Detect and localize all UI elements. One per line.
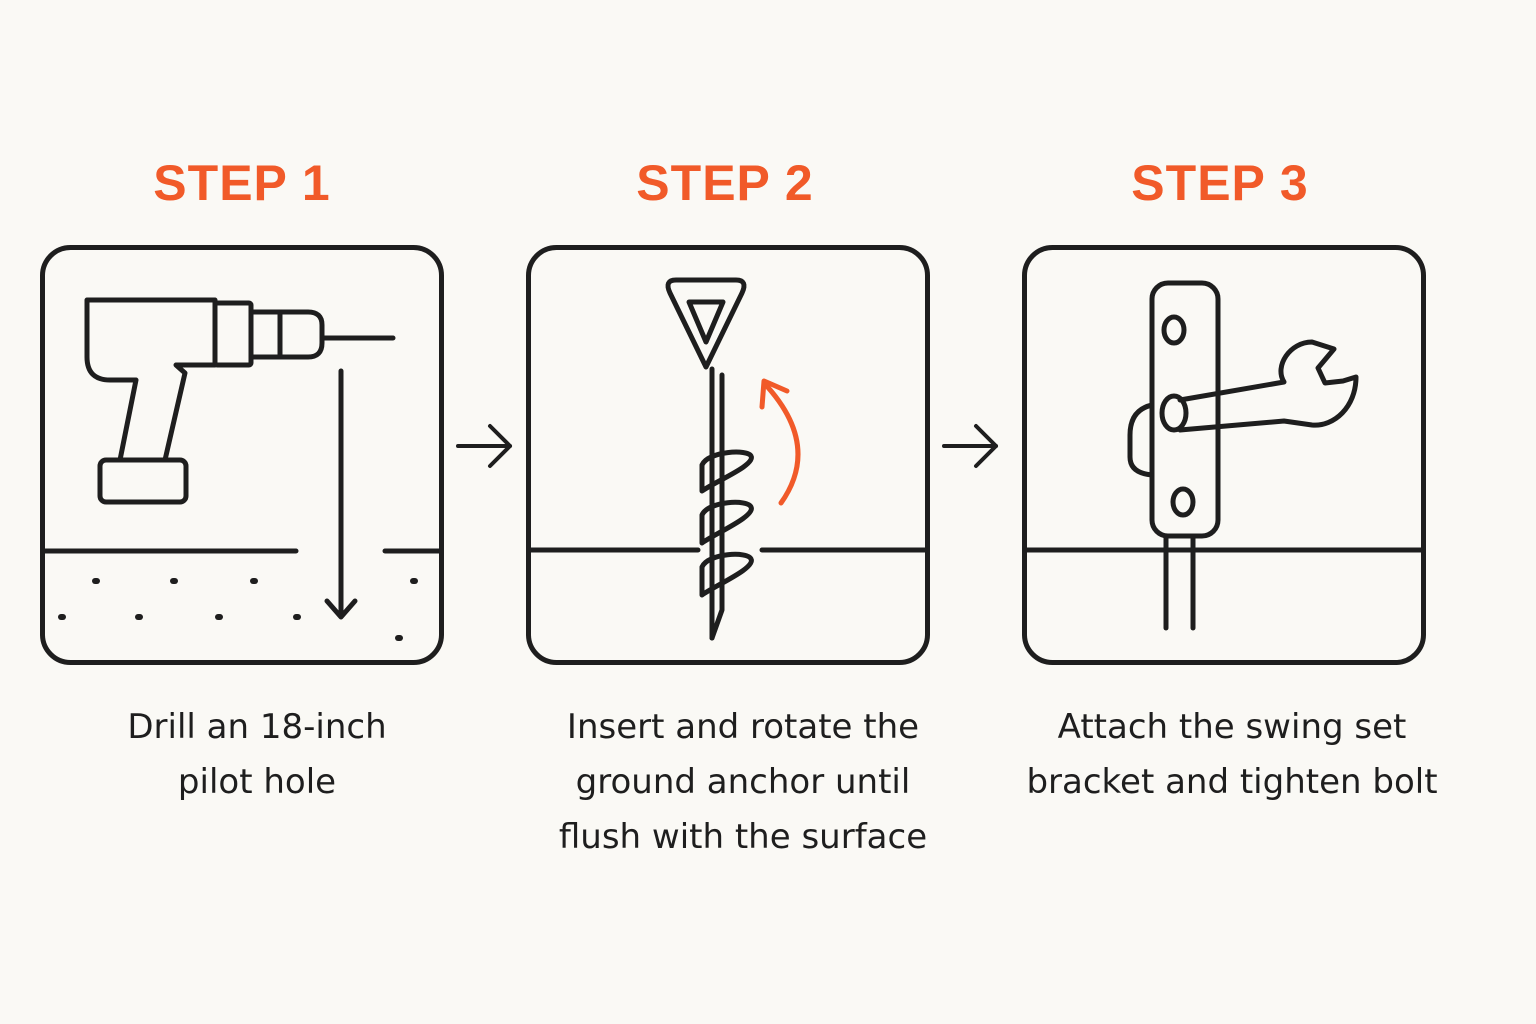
step-2-title: STEP 2 bbox=[636, 155, 814, 211]
step-2-panel bbox=[526, 245, 930, 665]
step-3-panel bbox=[1022, 245, 1426, 665]
step-1-caption: Drill an 18-inch pilot hole bbox=[27, 700, 487, 810]
post-icon bbox=[1163, 533, 1196, 631]
panel-frame bbox=[1022, 245, 1426, 665]
bracket-icon bbox=[1127, 280, 1221, 539]
step-2-caption-line-2: ground anchor until bbox=[575, 762, 911, 802]
step-3-caption-line-1: Attach the swing set bbox=[1057, 707, 1407, 747]
step-2-caption: Insert and rotate the ground anchor unti… bbox=[513, 700, 973, 865]
step-3-title: STEP 3 bbox=[1131, 155, 1309, 211]
step-3-caption-line-2: bracket and tighten bolt bbox=[1026, 762, 1438, 802]
soil-dots bbox=[58, 578, 418, 641]
down-arrow-icon bbox=[324, 368, 358, 620]
panel-frame bbox=[526, 245, 930, 665]
panel-frame bbox=[40, 245, 444, 665]
step-1-title: STEP 1 bbox=[153, 155, 331, 211]
wrench-icon bbox=[1159, 339, 1359, 433]
step-1-caption-line-2: pilot hole bbox=[177, 762, 337, 802]
step-3-caption: Attach the swing set bracket and tighten… bbox=[1002, 700, 1462, 810]
step-2-caption-line-3: flush with the surface bbox=[558, 817, 928, 857]
arrow-right-icon bbox=[454, 420, 516, 472]
ground-anchor-icon bbox=[665, 277, 754, 641]
step-2-caption-line-1: Insert and rotate the bbox=[566, 707, 920, 747]
step-1-caption-line-1: Drill an 18-inch bbox=[127, 707, 387, 747]
step-1-panel bbox=[40, 245, 444, 665]
rotate-arrow-icon bbox=[759, 378, 801, 506]
drill-icon bbox=[84, 297, 396, 505]
arrow-right-icon bbox=[940, 420, 1002, 472]
